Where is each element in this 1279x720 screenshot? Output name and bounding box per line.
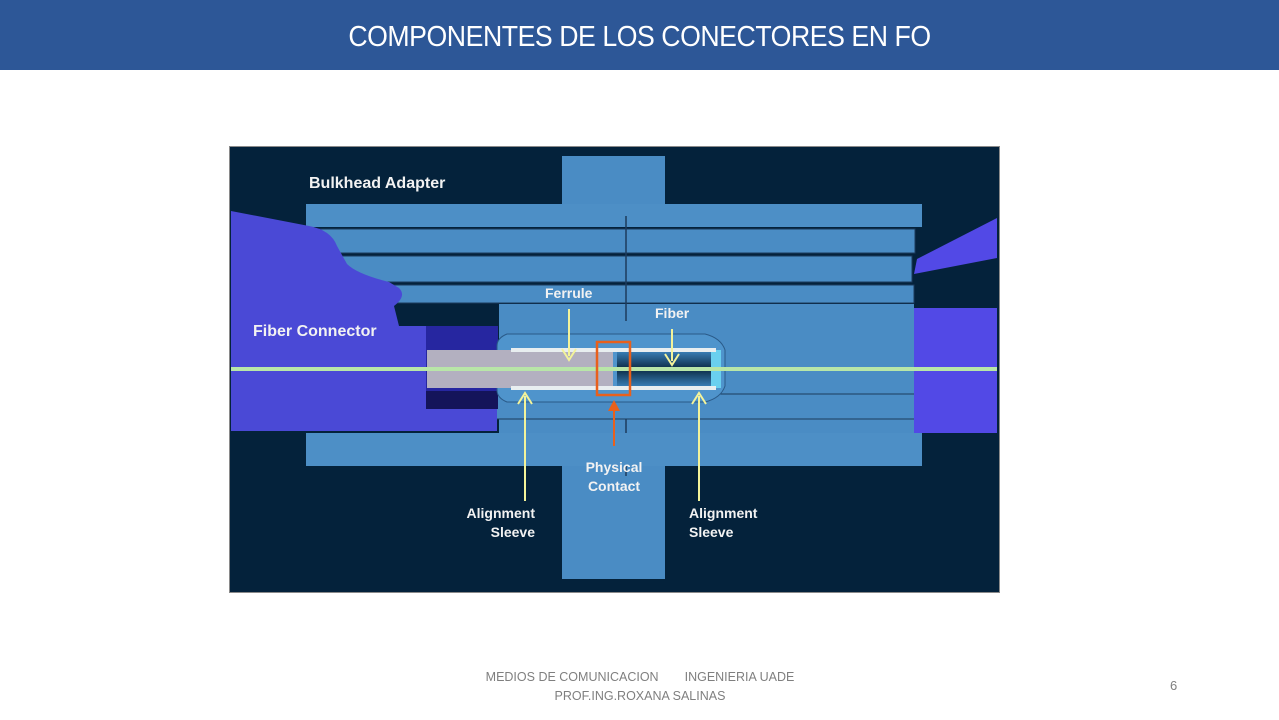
- adapter-layer: [306, 204, 922, 227]
- adapter-center-post-bottom: [562, 466, 665, 579]
- label-alignment-sleeve-left-line1: Alignment: [467, 505, 536, 521]
- label-alignment-sleeve-right-line2: Sleeve: [689, 524, 734, 540]
- title-bar: COMPONENTES DE LOS CONECTORES EN FO: [0, 0, 1279, 70]
- adapter-layer: [318, 228, 916, 254]
- label-physical-contact-line1: Physical: [586, 459, 643, 475]
- pointer-alignment-sleeve-left: [517, 391, 533, 501]
- adapter-layer: [313, 284, 915, 304]
- slide-footer: MEDIOS DE COMUNICACION INGENIERIA UADE PR…: [440, 668, 840, 706]
- fiber-line: [231, 367, 997, 371]
- physical-contact-highlight: [595, 340, 632, 397]
- adapter-layer: [321, 255, 913, 283]
- label-alignment-sleeve-left-line2: Sleeve: [491, 524, 536, 540]
- label-alignment-sleeve-right-line1: Alignment: [689, 505, 758, 521]
- label-bulkhead-adapter: Bulkhead Adapter: [309, 175, 445, 192]
- label-ferrule: Ferrule: [545, 285, 593, 301]
- footer-professor: PROF.ING.ROXANA SALINAS: [554, 689, 726, 703]
- connector-diagram: Bulkhead Adapter Fiber Connector Ferrule…: [229, 146, 1000, 593]
- sleeve-rim-top: [511, 348, 716, 352]
- pointer-physical-contact: [608, 400, 620, 446]
- label-fiber-connector: Fiber Connector: [253, 323, 377, 340]
- pointer-ferrule: [561, 309, 577, 362]
- pointer-alignment-sleeve-right: [691, 391, 707, 501]
- label-physical-contact-line2: Contact: [588, 478, 640, 494]
- sleeve-rim-bottom: [511, 386, 716, 390]
- page-number: 6: [1170, 678, 1178, 693]
- footer-institution: INGENIERIA UADE: [684, 670, 795, 684]
- label-fiber: Fiber: [655, 305, 690, 321]
- pointer-fiber: [664, 329, 680, 367]
- slide-title: COMPONENTES DE LOS CONECTORES EN FO: [348, 20, 931, 53]
- fiber-connector-right-top: [914, 218, 997, 274]
- footer-course: MEDIOS DE COMUNICACION: [485, 670, 659, 684]
